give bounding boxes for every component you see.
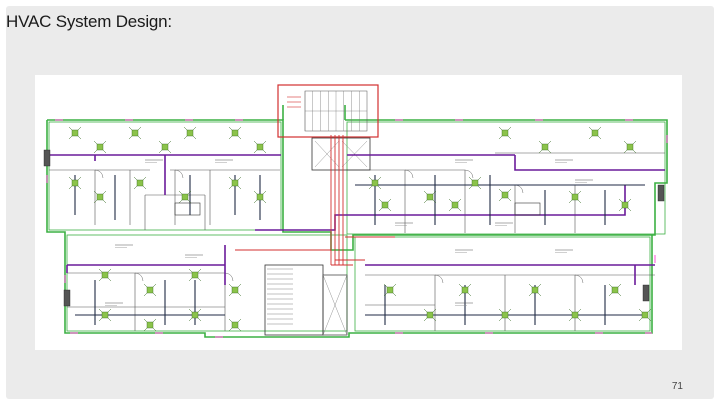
diffuser-icon: [568, 308, 582, 322]
fan-coil-unit: [174, 202, 201, 216]
air-handling-units: [43, 149, 665, 307]
floor-plan-walls: [46, 105, 668, 338]
diffuser-icon: [98, 268, 112, 282]
diffuser-icon: [638, 308, 652, 322]
diffuser-icon: [588, 126, 602, 140]
diffuser-icon: [448, 198, 462, 212]
diffuser-icon: [538, 140, 552, 154]
core-walls: [282, 105, 346, 120]
east-wing-inner: [346, 121, 666, 235]
diffuser-icon: [128, 126, 142, 140]
diffuser-icon: [608, 283, 622, 297]
bottom-elevator: [322, 274, 348, 336]
slide-title: HVAC System Design:: [6, 12, 172, 31]
interior-partitions: [49, 152, 665, 331]
bottom-elevator-cross: [322, 274, 348, 336]
diffuser-icon: [498, 126, 512, 140]
door-swing: [224, 272, 234, 282]
diffuser-icon: [68, 126, 82, 140]
wall-grilles: [46, 119, 668, 338]
diffuser-icon: [188, 308, 202, 322]
air-handler-icon: [43, 149, 51, 167]
elevator-cross: [314, 140, 368, 168]
diffuser-icon: [228, 176, 242, 190]
diffuser-icon: [143, 283, 157, 297]
diffuser-icon: [378, 198, 392, 212]
diffuser-icon: [423, 308, 437, 322]
drawing-annotations: [105, 96, 593, 306]
air-handler-icon: [642, 284, 650, 302]
diffuser-icon: [98, 308, 112, 322]
diffuser-icon: [143, 318, 157, 332]
southwest-inner: [66, 234, 348, 332]
diffuser-icon: [498, 188, 512, 202]
diffuser-icon: [618, 198, 632, 212]
diffuser-icon: [368, 176, 382, 190]
page-number: 71: [671, 381, 683, 392]
stair-core: [264, 84, 379, 336]
diffuser-icon: [178, 190, 192, 204]
diffuser-icon: [253, 190, 267, 204]
door-swing: [134, 272, 144, 282]
door-swing: [514, 184, 524, 194]
door-swing: [464, 169, 474, 179]
door-swing: [94, 169, 104, 179]
diffuser-icon: [133, 176, 147, 190]
diffuser-icon: [93, 140, 107, 154]
door-swing: [574, 274, 584, 284]
door-swing: [404, 169, 414, 179]
elevator-shaft: [311, 137, 371, 171]
air-handler-icon: [63, 289, 71, 307]
diffuser-icon: [93, 190, 107, 204]
diffuser-icon: [383, 283, 397, 297]
diffuser-icon: [228, 318, 242, 332]
west-wing-inner: [48, 121, 282, 231]
diffuser-icon: [188, 268, 202, 282]
top-stair-enclosure: [277, 84, 379, 138]
hvac-floor-plan-drawing: [43, 84, 668, 338]
diffuser-icon: [528, 283, 542, 297]
fan-coil-unit: [514, 202, 541, 216]
diffuser-icon: [68, 176, 82, 190]
bottom-stair-core: [264, 264, 324, 336]
diffuser-icon: [498, 308, 512, 322]
diffuser-icon: [568, 190, 582, 204]
southeast-inner: [354, 236, 651, 332]
diffuser-icon: [623, 140, 637, 154]
main-duct: [514, 155, 665, 171]
ductwork: [49, 135, 665, 325]
ceiling-diffusers: [68, 126, 652, 332]
diffuser-icon: [228, 126, 242, 140]
hvac-floor-plan: [35, 75, 682, 350]
diffuser-icon: [158, 140, 172, 154]
air-handler-icon: [657, 184, 665, 202]
diffuser-icon: [228, 283, 242, 297]
diffuser-icon: [458, 283, 472, 297]
diffuser-icon: [423, 190, 437, 204]
diffuser-icon: [183, 126, 197, 140]
building-outline: [46, 119, 668, 338]
door-swing: [434, 274, 444, 284]
diffuser-icon: [468, 176, 482, 190]
diffuser-icon: [253, 140, 267, 154]
door-swing: [174, 169, 184, 179]
